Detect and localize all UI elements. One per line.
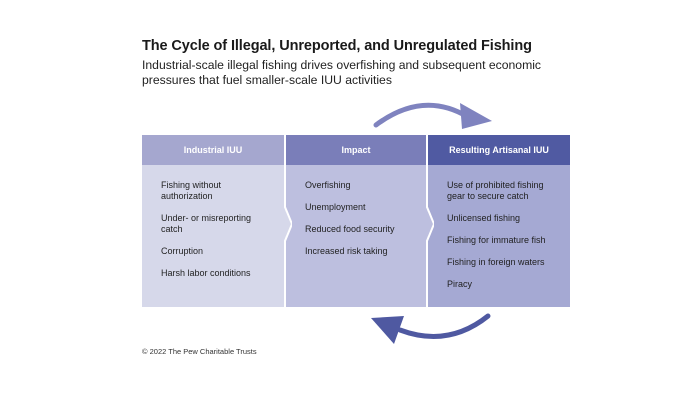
panel-header: Resulting Artisanal IUU — [428, 135, 570, 165]
list-item: Increased risk taking — [305, 246, 388, 256]
copyright-text: © 2022 The Pew Charitable Trusts — [142, 347, 257, 356]
list-item: Corruption — [161, 246, 204, 256]
list-item: Piracy — [447, 279, 473, 289]
panel-header: Impact — [286, 135, 426, 165]
panel-industrial-iuu: Industrial IUU Fishing without authoriza… — [142, 135, 284, 307]
list-item: Unemployment — [305, 202, 366, 212]
header-divider — [284, 135, 286, 165]
list-item: Unlicensed fishing — [447, 213, 521, 223]
list-item: Fishing without authorization — [161, 180, 222, 201]
curved-arrow-right-icon — [373, 102, 492, 129]
list-item: Under- or misreporting catch — [161, 213, 252, 234]
list-item: Reduced food security — [305, 224, 395, 234]
list-item: Harsh labor conditions — [161, 268, 251, 278]
diagram-title: The Cycle of Illegal, Unreported, and Un… — [142, 38, 532, 54]
item-list: Use of prohibited fishing gear to secure… — [447, 180, 562, 301]
panel-header: Industrial IUU — [142, 135, 284, 165]
header-divider — [426, 135, 428, 165]
list-item: Overfishing — [305, 180, 351, 190]
list-item: Fishing for immature fish — [447, 235, 546, 245]
panel-body — [428, 165, 570, 307]
chevron-divider-icon — [282, 165, 292, 307]
panel-body — [286, 165, 426, 307]
item-list: Fishing without authorization Under- or … — [161, 180, 276, 290]
list-item: Use of prohibited fishing gear to secure… — [447, 180, 544, 201]
diagram-subtitle: Industrial-scale illegal fishing drives … — [142, 58, 542, 87]
list-item: Fishing in foreign waters — [447, 257, 545, 267]
chevron-divider-icon — [424, 165, 434, 307]
panel-body — [142, 165, 284, 307]
item-list: Overfishing Unemployment Reduced food se… — [305, 180, 418, 268]
curved-arrow-left-icon — [371, 313, 491, 344]
panel-resulting-artisanal-iuu: Resulting Artisanal IUU Use of prohibite… — [428, 135, 570, 307]
cycle-panels: Industrial IUU Fishing without authoriza… — [142, 135, 570, 307]
panel-impact: Impact Overfishing Unemployment Reduced … — [286, 135, 426, 307]
